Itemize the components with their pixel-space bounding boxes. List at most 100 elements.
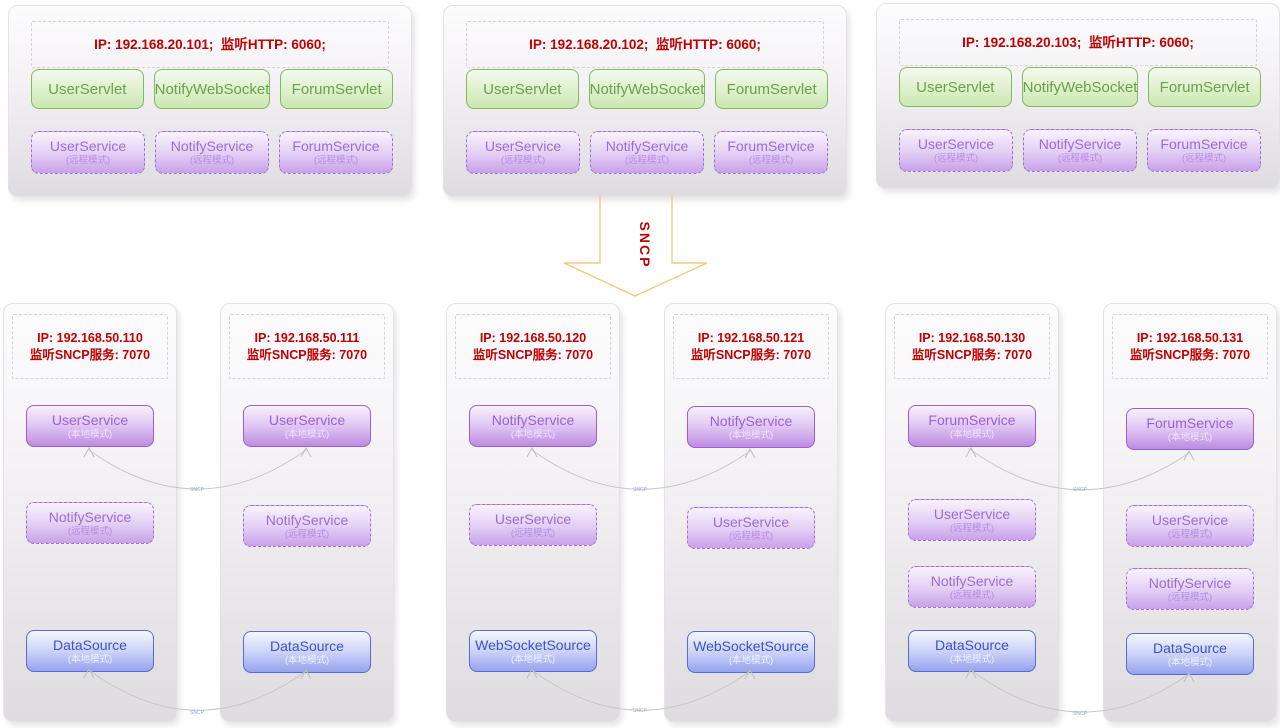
service-name: NotifyService [1038,136,1122,152]
service-name: NotifyService [265,511,349,528]
service-mode: (远程模式) [67,525,113,537]
ip-label: IP: 192.168.20.101; 监听HTTP: 6060; [94,36,326,52]
source-name: WebSocketSource [693,637,809,654]
datasource-box: DataSource (本地模式) [26,630,154,672]
datasource-box: DataSource (本地模式) [908,630,1036,672]
sncp-arrow-label: SNCP [637,222,653,269]
ip-address-box: IP: 192.168.50.131 监听SNCP服务: 7070 [1112,314,1268,379]
ip-address-box: IP: 192.168.50.111 监听SNCP服务: 7070 [229,314,385,379]
datasource-box: DataSource (本地模式) [243,631,371,673]
service-name: NotifyService [170,138,254,154]
servlet-box-user: UserServlet [466,69,579,109]
servlet-box-user: UserServlet [899,67,1012,107]
service-mode: (远程模式) [933,153,979,164]
servlet-label: UserServlet [916,78,995,96]
ip-address-box: IP: 192.168.20.101; 监听HTTP: 6060; [31,21,389,68]
http-server-panel-103: IP: 192.168.20.103; 监听HTTP: 6060; UserSe… [876,3,1280,189]
service-name: ForumService [928,411,1016,428]
ip-label: IP: 192.168.20.102; 监听HTTP: 6060; [529,36,761,52]
service-mode: (远程模式) [500,155,546,166]
service-box-remote: UserService (远程模式) [687,507,815,549]
servlet-box-notify: NotifyWebSocket [588,69,706,109]
service-name: ForumService [292,138,380,154]
service-box-local: NotifyService (本地模式) [687,406,815,448]
source-mode: (本地模式) [949,653,995,665]
service-mode: (远程模式) [728,530,774,542]
service-box-local: UserService (本地模式) [243,405,371,447]
source-mode: (本地模式) [284,654,330,666]
servlet-label: ForumServlet [291,80,382,98]
service-name: NotifyService [491,411,575,428]
service-box-remote: NotifyService (远程模式) [26,502,154,544]
service-name: UserService [1151,511,1229,528]
sncp-node-panel-131: IP: 192.168.50.131 监听SNCP服务: 7070 ForumS… [1103,303,1277,722]
source-name: DataSource [53,636,127,653]
service-name: UserService [494,510,572,527]
ip-label: IP: 192.168.50.121 [697,330,805,345]
service-name: UserService [712,513,790,530]
service-mode: (本地模式) [67,428,113,440]
source-mode: (本地模式) [728,654,774,666]
service-box-remote: NotifyService (远程模式) [908,566,1036,608]
listen-label: 监听SNCP服务: 7070 [690,347,812,362]
service-box-local: UserService (本地模式) [26,405,154,447]
servlet-row: UserServlet NotifyWebSocket ForumServlet [466,69,828,109]
service-box-remote: UserService (远程模式) [1126,505,1254,547]
ip-label: IP: 192.168.50.110 [37,330,143,345]
servlet-box-forum: ForumServlet [280,69,393,109]
ip-label: IP: 192.168.20.103; 监听HTTP: 6060; [962,34,1194,50]
websocketsource-box: WebSocketSource (本地模式) [687,631,815,673]
source-name: DataSource [1153,639,1227,656]
service-mode: (远程模式) [1181,153,1227,164]
servlet-box-forum: ForumServlet [715,69,828,109]
service-name: UserService [484,138,562,154]
source-mode: (本地模式) [67,653,113,665]
service-row: UserService (远程模式) NotifyService (远程模式) … [31,131,393,174]
service-mode: (本地模式) [1167,431,1213,443]
service-row: UserService (远程模式) NotifyService (远程模式) … [466,131,828,174]
http-server-panel-101: IP: 192.168.20.101; 监听HTTP: 6060; UserSe… [8,5,412,197]
source-mode: (本地模式) [510,653,556,665]
service-mode: (远程模式) [1057,153,1103,164]
connector-label: SNCP [633,708,648,714]
listen-label: 监听SNCP服务: 7070 [29,347,151,362]
source-mode: (本地模式) [1167,656,1213,668]
service-mode: (远程模式) [313,155,359,166]
source-name: WebSocketSource [475,636,591,653]
service-mode: (远程模式) [949,589,995,601]
ip-address-box: IP: 192.168.20.103; 监听HTTP: 6060; [899,19,1257,66]
service-name: NotifyService [930,572,1014,589]
service-name: UserService [49,138,127,154]
service-name: ForumService [1146,414,1234,431]
servlet-box-user: UserServlet [31,69,144,109]
service-mode: (远程模式) [949,522,995,534]
sncp-node-panel-121: IP: 192.168.50.121 监听SNCP服务: 7070 Notify… [664,303,838,722]
servlet-label: UserServlet [48,80,127,98]
servlet-label: ForumServlet [726,80,817,98]
sncp-node-panel-120: IP: 192.168.50.120 监听SNCP服务: 7070 Notify… [446,303,620,722]
service-mode: (远程模式) [1167,591,1213,603]
service-name: UserService [933,505,1011,522]
sncp-node-panel-130: IP: 192.168.50.130 监听SNCP服务: 7070 ForumS… [885,303,1059,722]
ip-label: IP: 192.168.50.131 [1136,330,1244,345]
connector-label: SNCP [1073,711,1088,717]
source-name: DataSource [935,636,1009,653]
service-box-local: ForumService (本地模式) [908,405,1036,447]
ip-address-box: IP: 192.168.50.130 监听SNCP服务: 7070 [894,314,1050,379]
websocketsource-box: WebSocketSource (本地模式) [469,630,597,672]
listen-label: 监听SNCP服务: 7070 [1129,347,1251,362]
service-box-remote: UserService (远程模式) [469,504,597,546]
service-mode: (远程模式) [624,155,670,166]
service-box-forum: ForumService (远程模式) [279,131,393,174]
ip-address-box: IP: 192.168.50.110 监听SNCP服务: 7070 [12,314,168,379]
servlet-row: UserServlet NotifyWebSocket ForumServlet [899,67,1261,107]
servlet-row: UserServlet NotifyWebSocket ForumServlet [31,69,393,109]
servlet-label: NotifyWebSocket [154,80,270,98]
service-name: NotifyService [1148,574,1232,591]
servlet-label: NotifyWebSocket [1022,78,1138,96]
service-row: UserService (远程模式) NotifyService (远程模式) … [899,129,1261,172]
service-name: UserService [268,411,346,428]
service-name: UserService [917,136,995,152]
service-name: UserService [51,411,129,428]
service-box-local: ForumService (本地模式) [1126,408,1254,450]
